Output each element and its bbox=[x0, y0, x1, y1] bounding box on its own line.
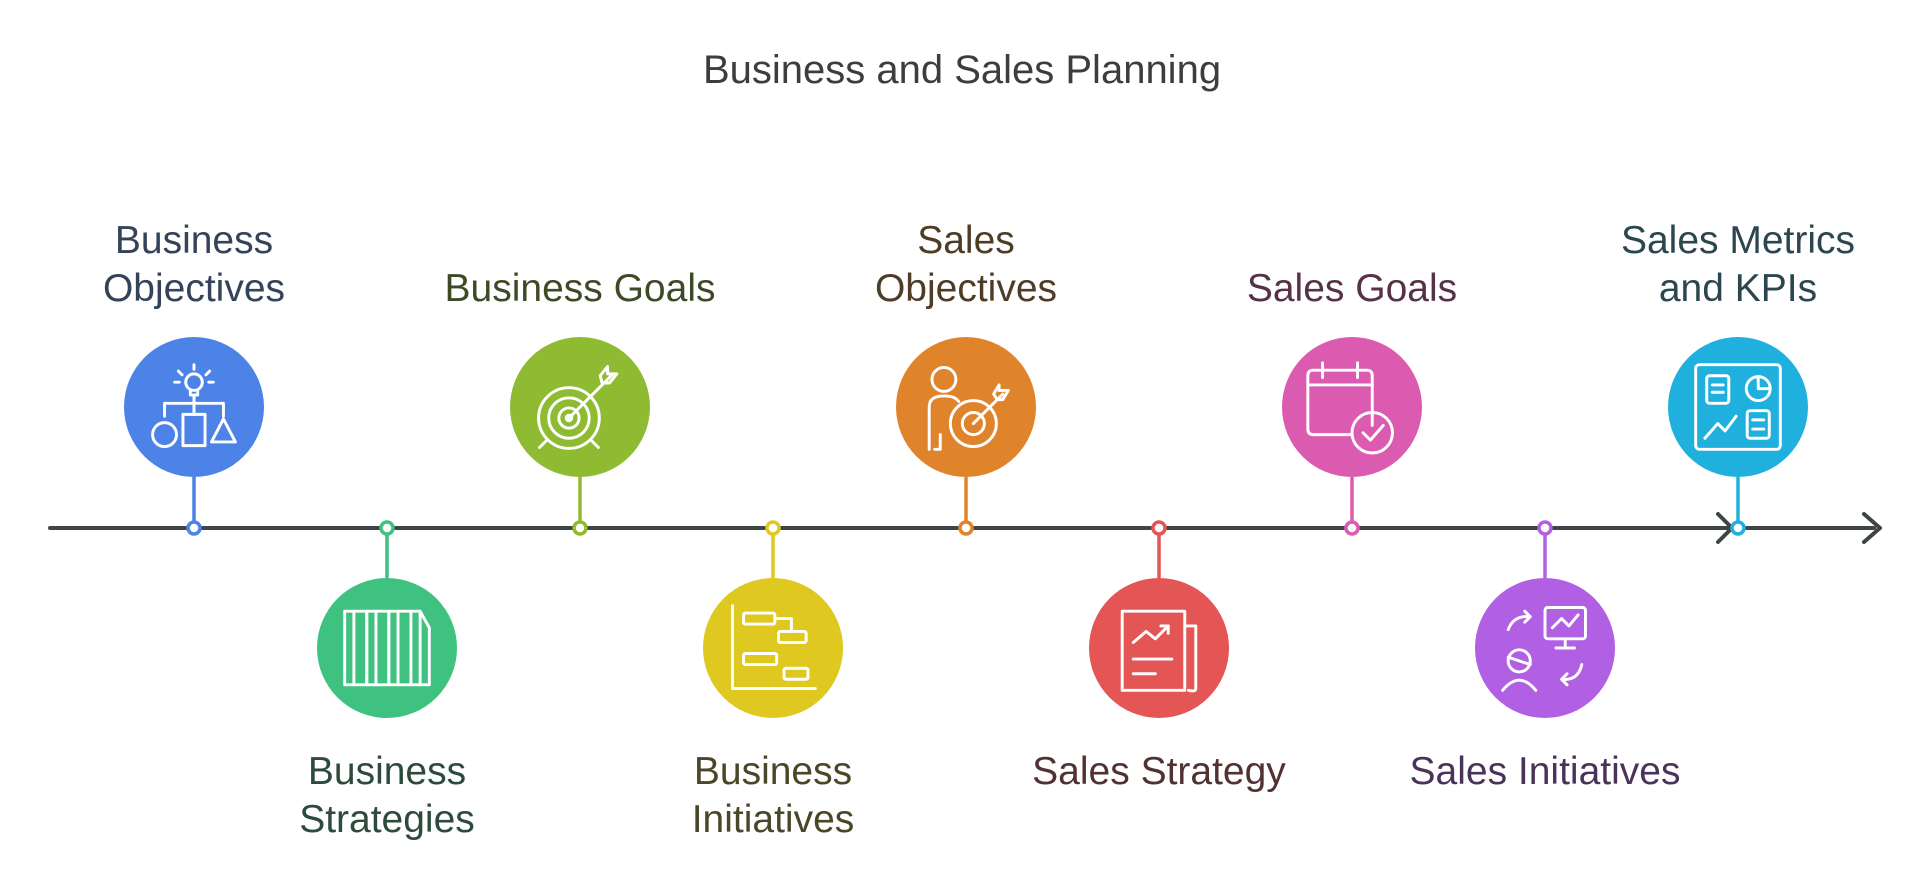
step-label-line: and KPIs bbox=[1658, 267, 1818, 310]
columns-icon bbox=[343, 609, 431, 687]
step-label-line: Sales Strategy bbox=[1032, 750, 1286, 793]
step-label-line: Sales bbox=[917, 219, 1015, 262]
step-label-line: Business bbox=[114, 219, 274, 262]
step-label-line: Sales Initiatives bbox=[1409, 750, 1681, 793]
step-badge bbox=[896, 337, 1036, 477]
axis-arrowhead bbox=[1862, 512, 1882, 544]
step-label: Business Goals bbox=[420, 265, 740, 313]
gantt-chart-icon bbox=[731, 604, 817, 690]
step-badge bbox=[1089, 578, 1229, 718]
step-label: Sales Goals bbox=[1192, 265, 1512, 313]
step-node bbox=[958, 520, 974, 536]
diagram-title: Business and Sales Planning bbox=[702, 48, 1222, 92]
step-circle bbox=[1282, 337, 1422, 477]
step-node bbox=[379, 520, 395, 536]
step-node bbox=[1537, 520, 1553, 536]
target-arrow-icon bbox=[537, 365, 619, 450]
growth-document-icon bbox=[1120, 609, 1198, 693]
step-circle bbox=[1475, 578, 1615, 718]
step-node bbox=[1730, 520, 1746, 536]
step-label-line: Initiatives bbox=[691, 798, 855, 841]
step-badge bbox=[124, 337, 264, 477]
step-label-line: Business bbox=[693, 750, 853, 793]
step-badge bbox=[1668, 337, 1808, 477]
step-node bbox=[1151, 520, 1167, 536]
step-label: Sales Strategy bbox=[999, 748, 1319, 796]
step-label-line: Business Goals bbox=[444, 267, 716, 310]
person-target-icon bbox=[927, 365, 1010, 451]
step-circle bbox=[896, 337, 1036, 477]
step-node bbox=[186, 520, 202, 536]
step-circle bbox=[1089, 578, 1229, 718]
step-circle bbox=[1668, 337, 1808, 477]
step-node bbox=[765, 520, 781, 536]
step-label-line: Sales Metrics bbox=[1620, 219, 1856, 262]
step-badge bbox=[703, 578, 843, 718]
idea-flowchart-icon bbox=[151, 363, 237, 449]
step-label-line: Strategies bbox=[299, 798, 475, 841]
step-badge bbox=[1282, 337, 1422, 477]
step-label-line: Sales Goals bbox=[1246, 267, 1458, 310]
step-badge bbox=[510, 337, 650, 477]
step-badge bbox=[317, 578, 457, 718]
step-circle bbox=[317, 578, 457, 718]
step-circle bbox=[703, 578, 843, 718]
step-label-line: Business bbox=[307, 750, 467, 793]
presentation-person-icon bbox=[1501, 606, 1587, 692]
step-node bbox=[572, 520, 588, 536]
step-node bbox=[1344, 520, 1360, 536]
calendar-check-icon bbox=[1306, 361, 1394, 455]
step-label: Sales Initiatives bbox=[1385, 748, 1705, 796]
step-label: Sales Metrics and KPIs bbox=[1578, 217, 1898, 313]
step-badge bbox=[1475, 578, 1615, 718]
dashboard-icon bbox=[1694, 363, 1782, 451]
step-label-line: Objectives bbox=[102, 267, 286, 310]
step-label-line: Objectives bbox=[874, 267, 1058, 310]
